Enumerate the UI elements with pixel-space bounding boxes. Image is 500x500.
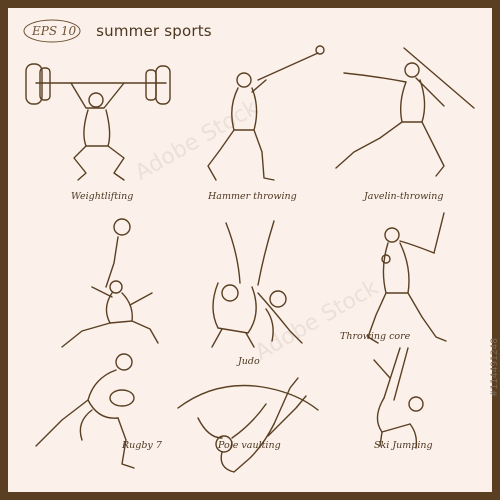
hammer-thrower-icon xyxy=(207,45,325,181)
sport-panel-hammer-throwing: Hammer throwing xyxy=(178,45,328,202)
sport-panel-rugby: Rugby 7 xyxy=(22,348,172,488)
sport-panel-football xyxy=(22,213,172,353)
sport-panel-pole-vaulting: Pole vaulting xyxy=(177,348,328,488)
eps-badge-text: EPS 10 xyxy=(32,24,77,38)
pole-vaulter-icon xyxy=(177,377,319,473)
caption-pole-vaulting: Pole vaulting xyxy=(218,440,281,451)
javelin-thrower-icon xyxy=(335,47,475,177)
caption-weightlifting: Weightlifting xyxy=(71,191,134,202)
header: EPS 10 summer sports xyxy=(23,18,212,44)
sport-panel-javelin-throwing: Javelin-throwing xyxy=(324,47,475,202)
caption-rugby: Rugby 7 xyxy=(122,440,162,451)
judo-wrestlers-icon xyxy=(211,220,303,348)
page-title: summer sports xyxy=(96,22,212,40)
shot-putter-icon xyxy=(367,212,447,344)
sport-panel-weightlifting: Weightlifting xyxy=(16,48,171,202)
rugby-player-icon xyxy=(35,353,135,469)
caption-throwing-core: Throwing core xyxy=(340,331,411,342)
eps-badge: EPS 10 xyxy=(23,19,84,43)
sport-panel-ski-jumping: Ski Jumping xyxy=(324,347,474,488)
caption-javelin-throwing: Javelin-throwing xyxy=(364,191,444,202)
ski-jumper-icon xyxy=(373,347,424,449)
caption-hammer-throwing: Hammer throwing xyxy=(208,191,297,202)
caption-ski-jumping: Ski Jumping xyxy=(374,440,433,451)
sport-panel-throwing-core: Throwing core xyxy=(324,212,474,353)
badge-oval-icon xyxy=(23,19,81,43)
football-kicker-icon xyxy=(61,218,159,348)
weightlifter-icon xyxy=(25,63,171,181)
caption-judo: Judo xyxy=(238,356,260,367)
stock-id-watermark: #114491248 xyxy=(490,338,500,398)
sport-panel-judo: Judo xyxy=(178,213,328,367)
